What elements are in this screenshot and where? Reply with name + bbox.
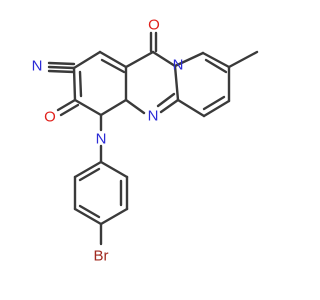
ring-nitrogen-label-c: N [173,57,184,74]
carbonyl-left-b [59,103,80,117]
carbonyl-left-oxygen-label: O [44,109,56,126]
bond [72,66,77,102]
bond [176,98,206,118]
bond-double [100,58,126,74]
bond-double [78,167,101,182]
atom-labels: N O O N N N Br [32,17,184,265]
bond [99,207,129,226]
bond [73,98,103,117]
bond [173,51,205,68]
bond [98,50,128,69]
bond-lines [47,31,259,246]
nitrile-triple-bond-a [47,65,76,70]
nitrile-triple-bond-b [47,61,76,66]
bond [73,207,103,226]
bond [151,50,177,68]
bond [72,50,102,70]
bond-double [78,70,83,98]
bromine-label: Br [94,248,109,265]
bond-double [78,204,101,219]
bond [99,160,129,179]
carbonyl-top-oxygen-label: O [148,17,160,34]
bond-double [156,92,176,108]
molecule-structure-diagram: N O O N N N Br [32,17,259,265]
bond [99,98,128,117]
bond [73,160,103,179]
nitrile-nitrogen-label: N [32,58,43,75]
bond-double [204,58,228,74]
methyl-bond [227,50,259,69]
ring-nitrogen-label-a: N [96,131,107,148]
bond [202,99,231,118]
bond [173,64,180,102]
bond [124,50,155,69]
carbonyl-left-a [56,98,77,112]
bond-double [202,95,226,111]
bond [124,98,146,115]
ring-nitrogen-label-b: N [148,108,159,125]
bond [159,98,180,114]
bond [201,51,231,69]
nitrile-triple-bond-c [47,69,76,74]
